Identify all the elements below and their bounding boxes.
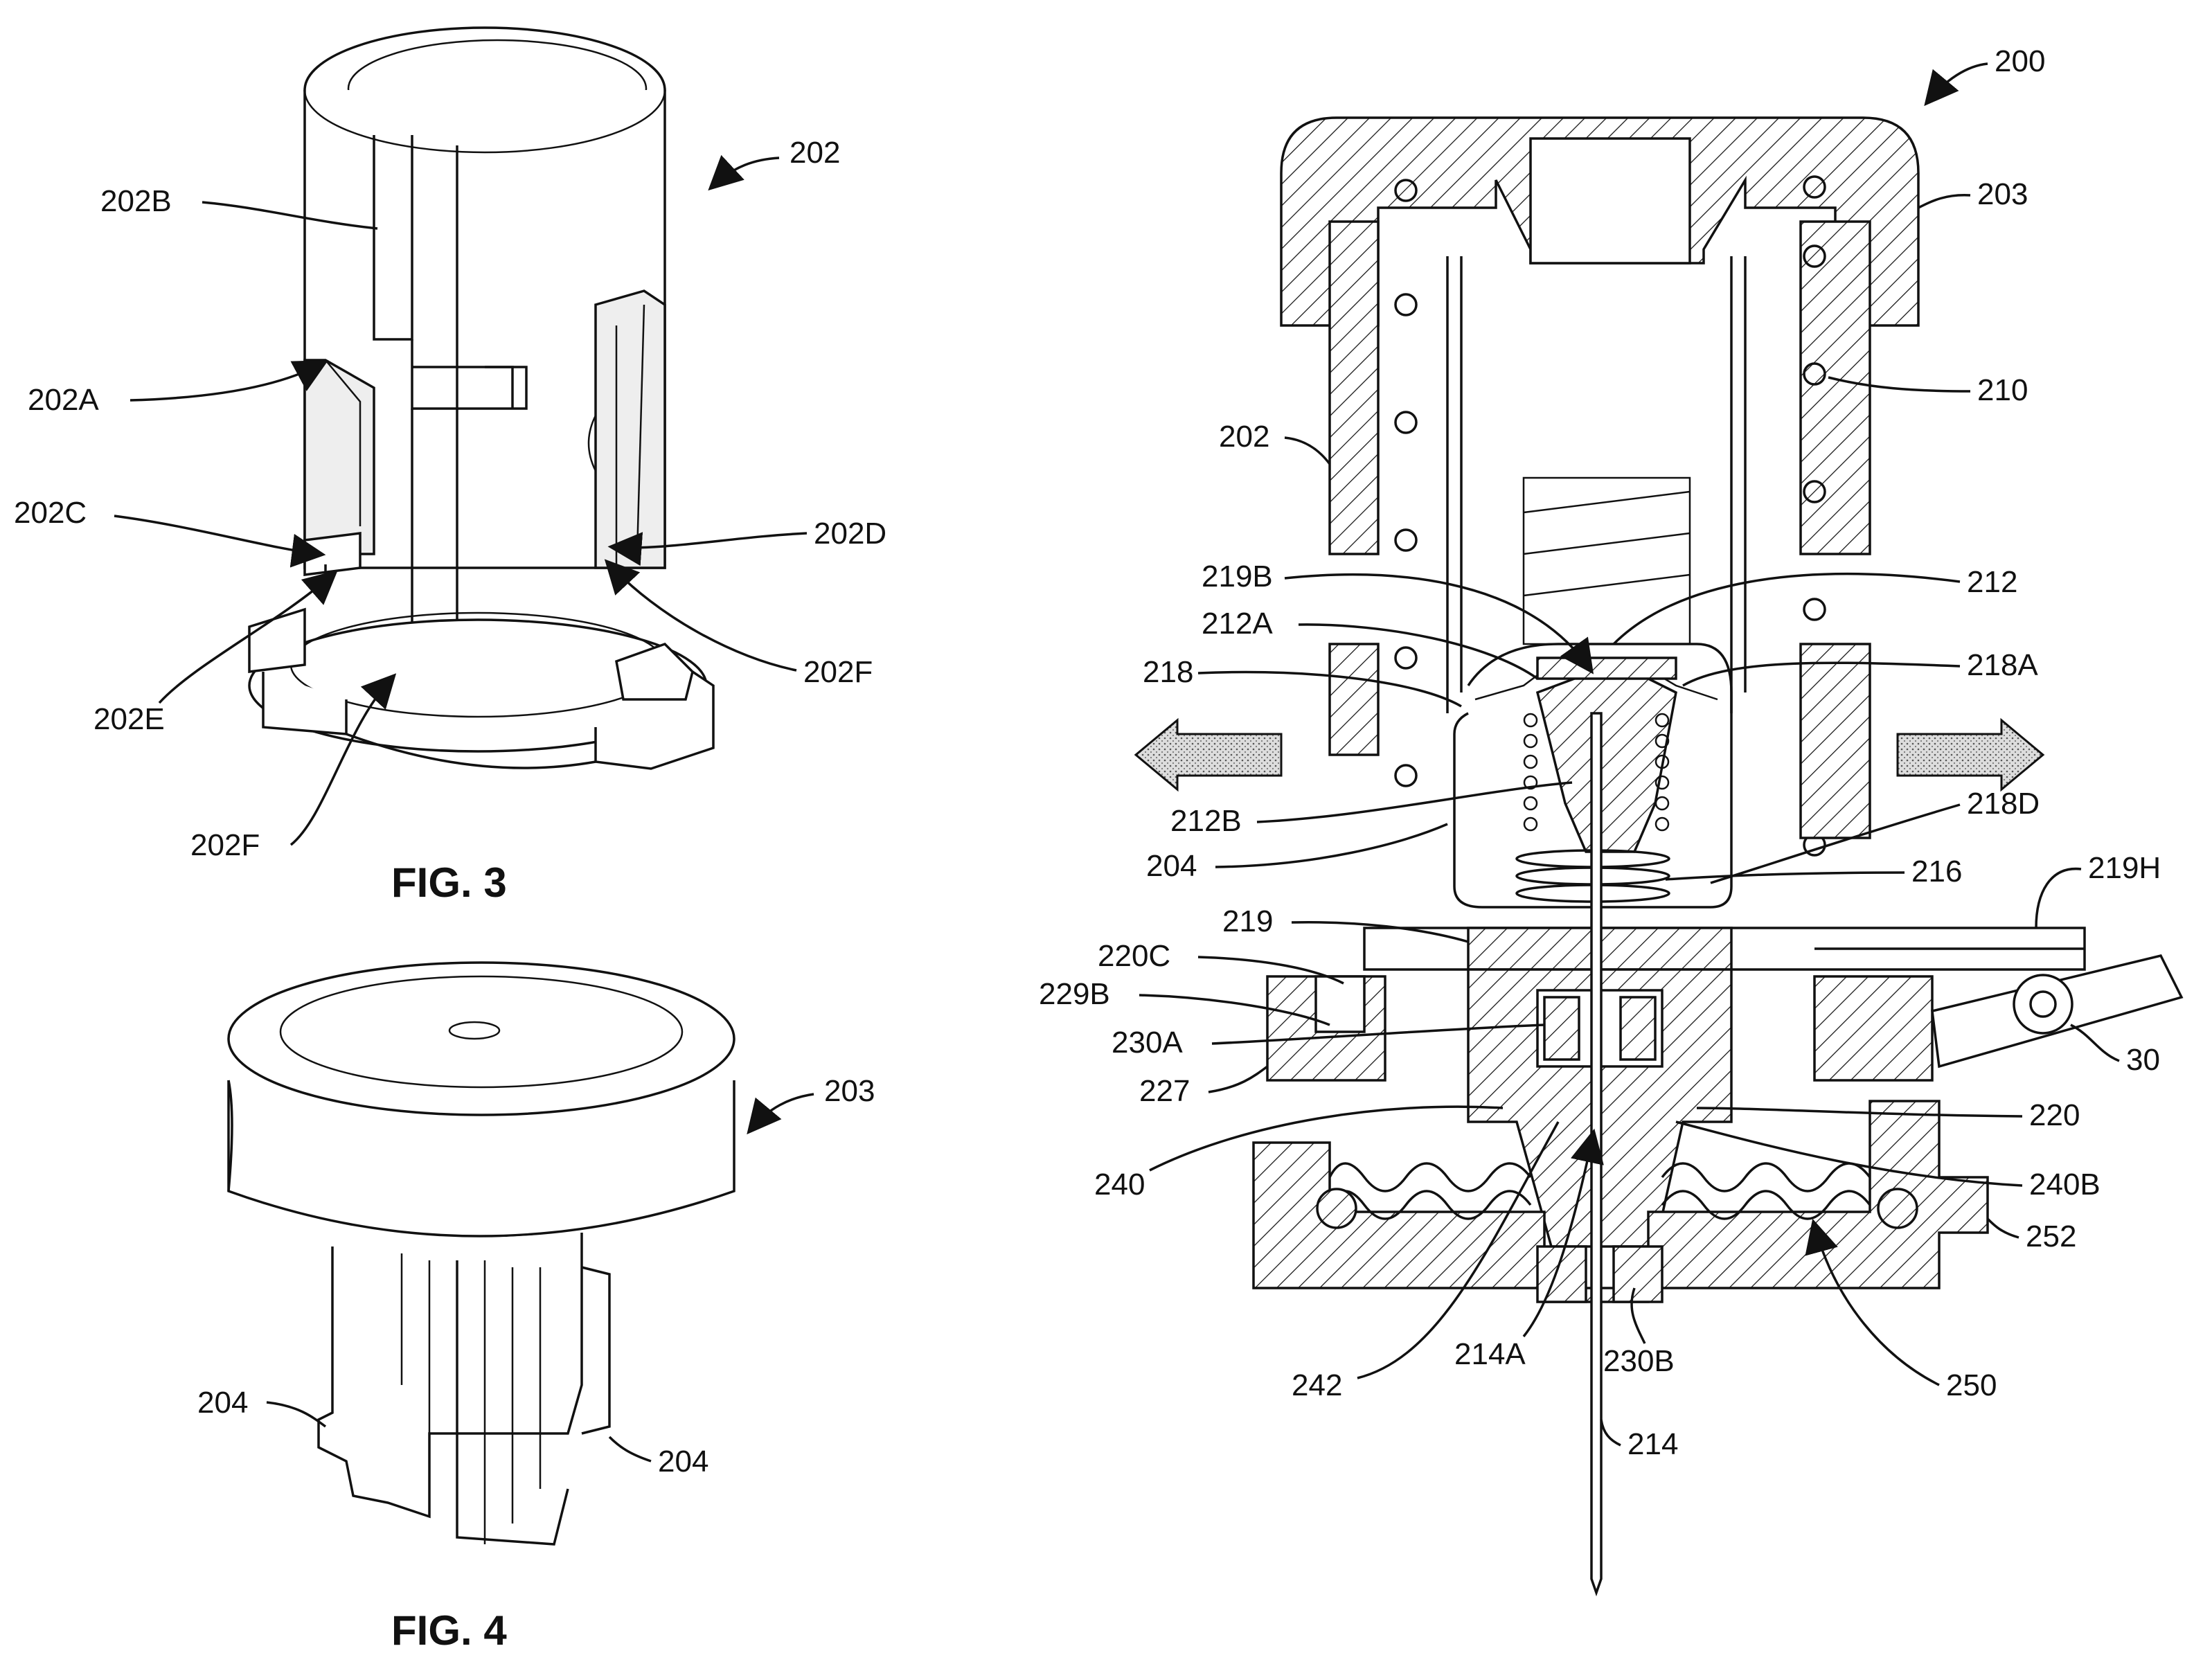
label-204: 204 bbox=[1146, 849, 1197, 883]
fig3-sleeve-drawing bbox=[248, 26, 715, 770]
label-212B: 212B bbox=[1170, 804, 1242, 838]
label-202F-left: 202F bbox=[190, 828, 260, 862]
label-202: 202 bbox=[1219, 420, 1269, 454]
label-252: 252 bbox=[2026, 1219, 2076, 1253]
label-212: 212 bbox=[1967, 565, 2017, 599]
label-240B: 240B bbox=[2029, 1168, 2100, 1201]
label-204-left: 204 bbox=[197, 1386, 248, 1420]
label-204-right: 204 bbox=[658, 1445, 708, 1478]
label-242: 242 bbox=[1292, 1368, 1342, 1402]
ref-203: 203 bbox=[824, 1074, 875, 1108]
label-218: 218 bbox=[1143, 655, 1193, 689]
label-230B: 230B bbox=[1603, 1344, 1675, 1378]
label-218D: 218D bbox=[1967, 787, 2040, 821]
fig3-caption: FIG. 3 bbox=[391, 859, 507, 906]
label-229B: 229B bbox=[1039, 977, 1110, 1011]
label-203: 203 bbox=[1977, 177, 2028, 211]
fig5-section-drawing bbox=[1134, 116, 2184, 1597]
label-219H: 219H bbox=[2088, 851, 2161, 885]
label-210: 210 bbox=[1977, 373, 2028, 407]
label-227: 227 bbox=[1139, 1074, 1190, 1108]
label-202F-right: 202F bbox=[803, 655, 873, 689]
label-212A: 212A bbox=[1202, 607, 1273, 641]
label-216: 216 bbox=[1911, 855, 1962, 888]
label-219B: 219B bbox=[1202, 560, 1273, 593]
label-214A: 214A bbox=[1454, 1337, 1526, 1371]
label-220C: 220C bbox=[1098, 939, 1170, 973]
label-250: 250 bbox=[1946, 1368, 1997, 1402]
label-202D: 202D bbox=[814, 517, 886, 551]
ref-200: 200 bbox=[1995, 44, 2045, 78]
label-219: 219 bbox=[1222, 904, 1273, 938]
label-30: 30 bbox=[2126, 1043, 2160, 1077]
label-202C: 202C bbox=[14, 496, 87, 530]
label-202A: 202A bbox=[28, 383, 99, 417]
ref-202: 202 bbox=[790, 136, 840, 170]
label-202E: 202E bbox=[93, 702, 165, 736]
label-220: 220 bbox=[2029, 1098, 2080, 1132]
label-230A: 230A bbox=[1112, 1026, 1183, 1060]
label-240: 240 bbox=[1094, 1168, 1145, 1201]
label-202B: 202B bbox=[100, 184, 172, 218]
fig4-cap-drawing bbox=[227, 961, 735, 1546]
fig4-caption: FIG. 4 bbox=[391, 1607, 507, 1654]
label-214: 214 bbox=[1627, 1427, 1678, 1461]
label-218A: 218A bbox=[1967, 648, 2038, 682]
